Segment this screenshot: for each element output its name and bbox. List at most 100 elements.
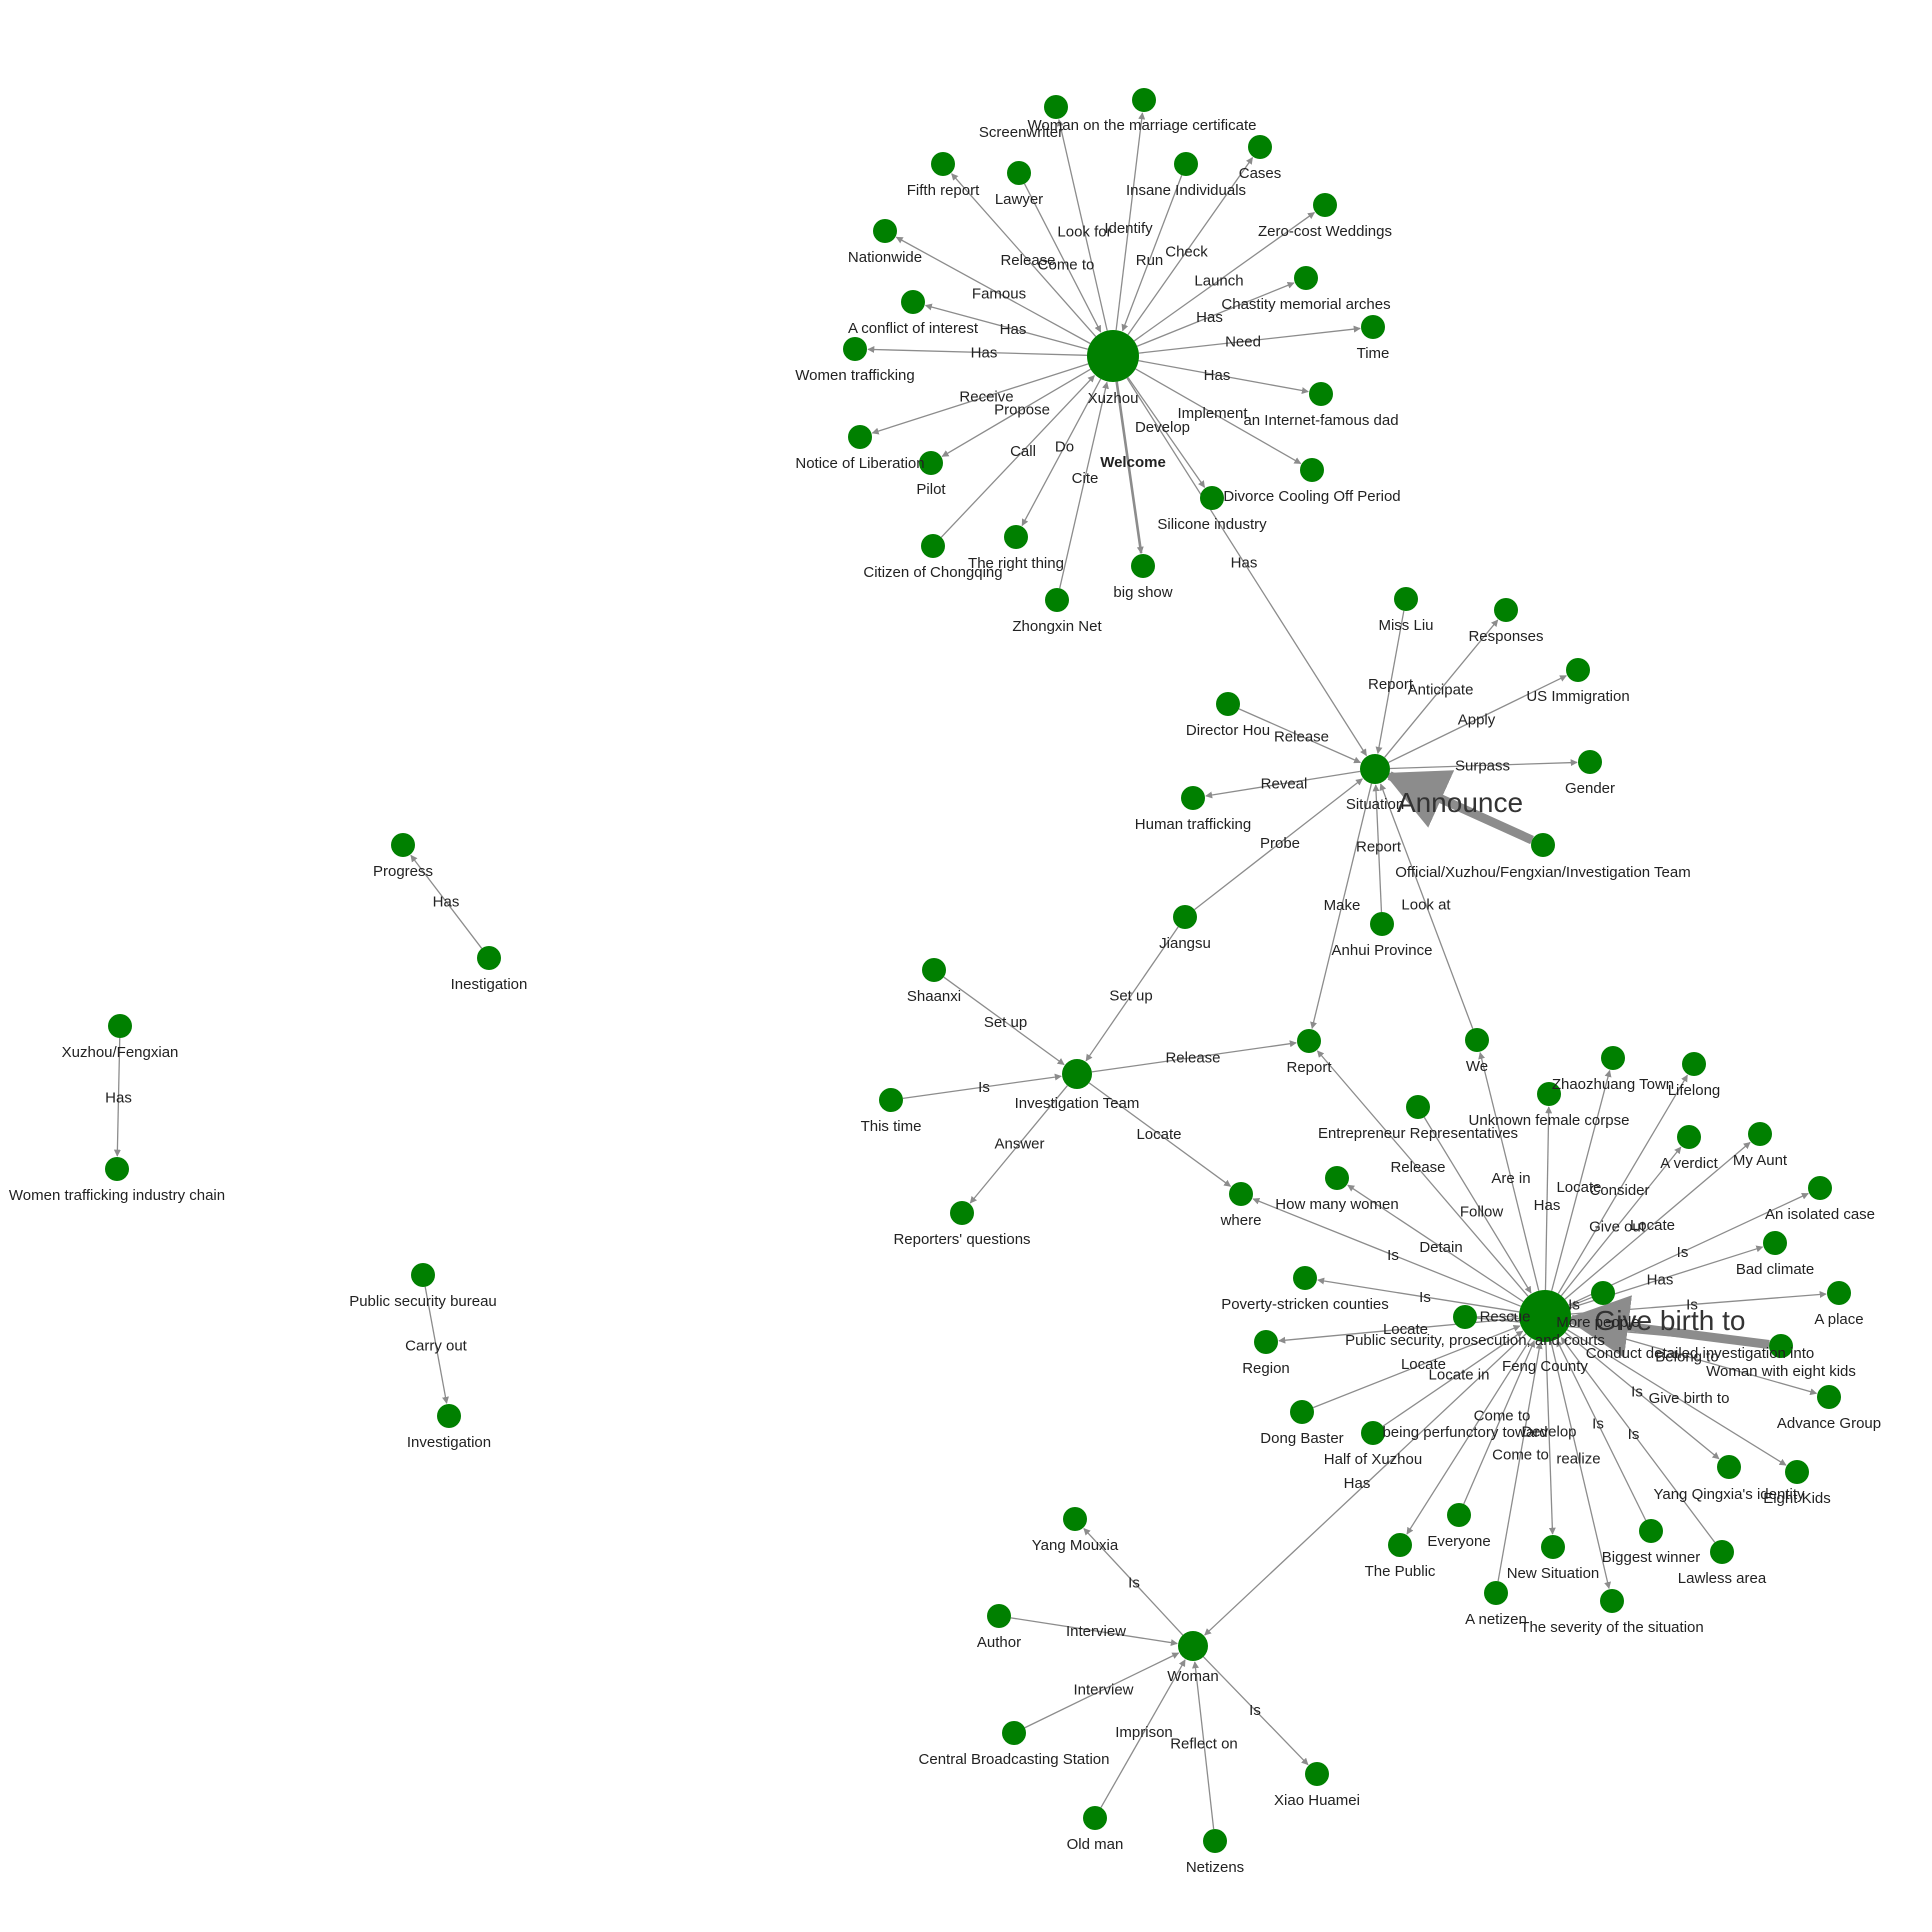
node-newsituation[interactable] bbox=[1541, 1535, 1565, 1559]
node-woman[interactable] bbox=[1178, 1631, 1208, 1661]
node-badclimate[interactable] bbox=[1763, 1231, 1787, 1255]
node-time[interactable] bbox=[1361, 315, 1385, 339]
node-screenwriter[interactable] bbox=[1044, 95, 1068, 119]
node-official[interactable] bbox=[1531, 833, 1555, 857]
node-reporters[interactable] bbox=[950, 1201, 974, 1225]
node-zhaozhuang[interactable] bbox=[1601, 1046, 1625, 1070]
node-anhui[interactable] bbox=[1370, 912, 1394, 936]
node-aplace[interactable] bbox=[1827, 1281, 1851, 1305]
node-thistime[interactable] bbox=[879, 1088, 903, 1112]
node-womentrafchain[interactable] bbox=[105, 1157, 129, 1181]
edge-xuzhou-divorce bbox=[1135, 368, 1302, 465]
node-lawless[interactable] bbox=[1710, 1540, 1734, 1564]
node-region[interactable] bbox=[1254, 1330, 1278, 1354]
node-rightthing[interactable] bbox=[1004, 525, 1028, 549]
node-howmany[interactable] bbox=[1325, 1166, 1349, 1190]
node-cases[interactable] bbox=[1248, 135, 1272, 159]
node-netizens[interactable] bbox=[1203, 1829, 1227, 1853]
node-where[interactable] bbox=[1229, 1182, 1253, 1206]
node-label: We bbox=[1466, 1058, 1488, 1075]
node-cbs[interactable] bbox=[1002, 1721, 1026, 1745]
node-everyone[interactable] bbox=[1447, 1503, 1471, 1527]
node-halfxuzhou[interactable] bbox=[1361, 1421, 1385, 1445]
node-missliu[interactable] bbox=[1394, 587, 1418, 611]
node-fifthreport[interactable] bbox=[931, 152, 955, 176]
node-womancert[interactable] bbox=[1132, 88, 1156, 112]
node-bigshow[interactable] bbox=[1131, 554, 1155, 578]
node-gender[interactable] bbox=[1578, 750, 1602, 774]
node-usimm[interactable] bbox=[1566, 658, 1590, 682]
edge-everyone-fengcounty bbox=[1463, 1340, 1536, 1505]
node-pilot[interactable] bbox=[919, 451, 943, 475]
edge-anhui-situation bbox=[1372, 784, 1383, 913]
node-silicone[interactable] bbox=[1200, 486, 1224, 510]
node-dongbaster[interactable] bbox=[1290, 1400, 1314, 1424]
node-notice[interactable] bbox=[848, 425, 872, 449]
node-invteam[interactable] bbox=[1062, 1059, 1092, 1089]
node-anetizen[interactable] bbox=[1484, 1581, 1508, 1605]
edge-label: Are in bbox=[1491, 1170, 1530, 1187]
node-verdict[interactable] bbox=[1677, 1125, 1701, 1149]
node-severity[interactable] bbox=[1600, 1589, 1624, 1613]
node-author[interactable] bbox=[987, 1604, 1011, 1628]
node-xuzhoufeng[interactable] bbox=[108, 1014, 132, 1038]
edge-label: Consider bbox=[1589, 1182, 1649, 1199]
node-label: Silicone industry bbox=[1157, 516, 1267, 533]
node-investigation[interactable] bbox=[437, 1404, 461, 1428]
node-internetdad[interactable] bbox=[1309, 382, 1333, 406]
node-situation[interactable] bbox=[1360, 754, 1390, 784]
node-responses[interactable] bbox=[1494, 598, 1518, 622]
node-womentraf[interactable] bbox=[843, 337, 867, 361]
edge-label: Locate bbox=[1136, 1126, 1181, 1143]
node-we[interactable] bbox=[1465, 1028, 1489, 1052]
node-citizen[interactable] bbox=[921, 534, 945, 558]
node-oldman[interactable] bbox=[1083, 1806, 1107, 1830]
node-label: Public security bureau bbox=[349, 1293, 497, 1310]
node-psb[interactable] bbox=[411, 1263, 435, 1287]
node-divorce[interactable] bbox=[1300, 458, 1324, 482]
node-label: Old man bbox=[1067, 1836, 1124, 1853]
node-directorhou[interactable] bbox=[1216, 692, 1240, 716]
node-shaanxi[interactable] bbox=[922, 958, 946, 982]
node-conflict[interactable] bbox=[901, 290, 925, 314]
node-humantraf[interactable] bbox=[1181, 786, 1205, 810]
node-morepeople[interactable] bbox=[1591, 1281, 1615, 1305]
edge-womaneight-fengcounty bbox=[1565, 1295, 1770, 1358]
node-myaunt[interactable] bbox=[1748, 1122, 1772, 1146]
node-yangmouxia[interactable] bbox=[1063, 1507, 1087, 1531]
edge-fengcounty-myaunt bbox=[1564, 1141, 1751, 1300]
node-biggestwinner[interactable] bbox=[1639, 1519, 1663, 1543]
edge-label: Set up bbox=[984, 1014, 1027, 1031]
node-entrepreneur[interactable] bbox=[1406, 1095, 1430, 1119]
node-label: Pilot bbox=[916, 481, 946, 498]
node-progress[interactable] bbox=[391, 833, 415, 857]
edge-fengcounty-where bbox=[1252, 1197, 1522, 1307]
node-zhongxin[interactable] bbox=[1045, 588, 1069, 612]
node-insane[interactable] bbox=[1174, 152, 1198, 176]
node-inestigation[interactable] bbox=[477, 946, 501, 970]
edge-label: Receive bbox=[959, 389, 1013, 406]
node-label: Cases bbox=[1239, 165, 1282, 182]
node-label: Miss Liu bbox=[1378, 617, 1433, 634]
node-isolated[interactable] bbox=[1808, 1176, 1832, 1200]
node-eightkids[interactable] bbox=[1785, 1460, 1809, 1484]
node-report[interactable] bbox=[1297, 1029, 1321, 1053]
node-yangidentity[interactable] bbox=[1717, 1455, 1741, 1479]
node-nationwide[interactable] bbox=[873, 219, 897, 243]
node-lifelong[interactable] bbox=[1682, 1052, 1706, 1076]
node-xuzhou[interactable] bbox=[1087, 330, 1139, 382]
node-fengcounty[interactable] bbox=[1519, 1290, 1571, 1342]
node-label: Dong Baster bbox=[1260, 1430, 1343, 1447]
edge-label: Report bbox=[1368, 676, 1414, 693]
node-womaneight[interactable] bbox=[1769, 1334, 1793, 1358]
node-lawyer[interactable] bbox=[1007, 161, 1031, 185]
node-pspc[interactable] bbox=[1453, 1305, 1477, 1329]
node-jiangsu[interactable] bbox=[1173, 905, 1197, 929]
node-unknownfemale[interactable] bbox=[1537, 1082, 1561, 1106]
node-poverty[interactable] bbox=[1293, 1266, 1317, 1290]
node-xiaohuamei[interactable] bbox=[1305, 1762, 1329, 1786]
node-chastity[interactable] bbox=[1294, 266, 1318, 290]
node-thepublic[interactable] bbox=[1388, 1533, 1412, 1557]
node-zerocost[interactable] bbox=[1313, 193, 1337, 217]
node-advance[interactable] bbox=[1817, 1385, 1841, 1409]
